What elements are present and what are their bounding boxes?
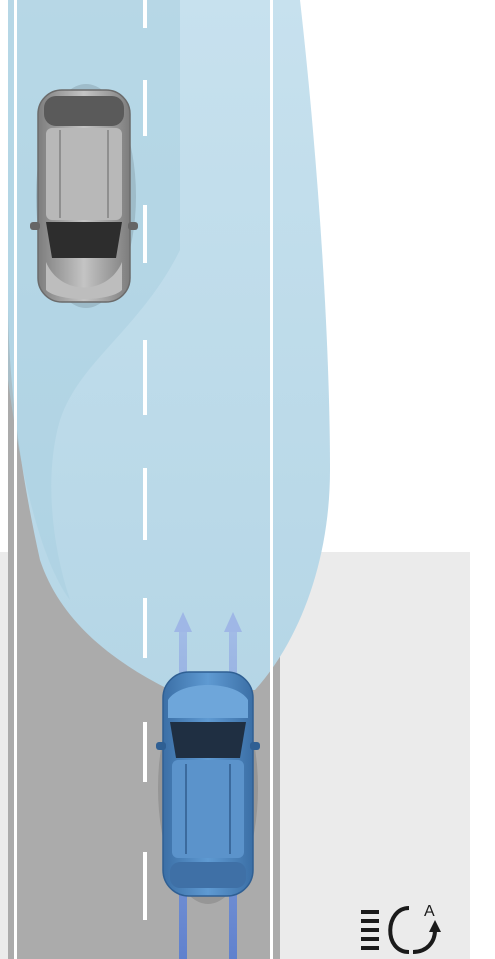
road-edge-line-right	[270, 0, 273, 959]
oncoming-car	[30, 84, 138, 308]
road-edge-line-left	[14, 0, 17, 959]
auto-high-beam-letter: A	[424, 904, 435, 920]
ego-car	[156, 672, 260, 904]
